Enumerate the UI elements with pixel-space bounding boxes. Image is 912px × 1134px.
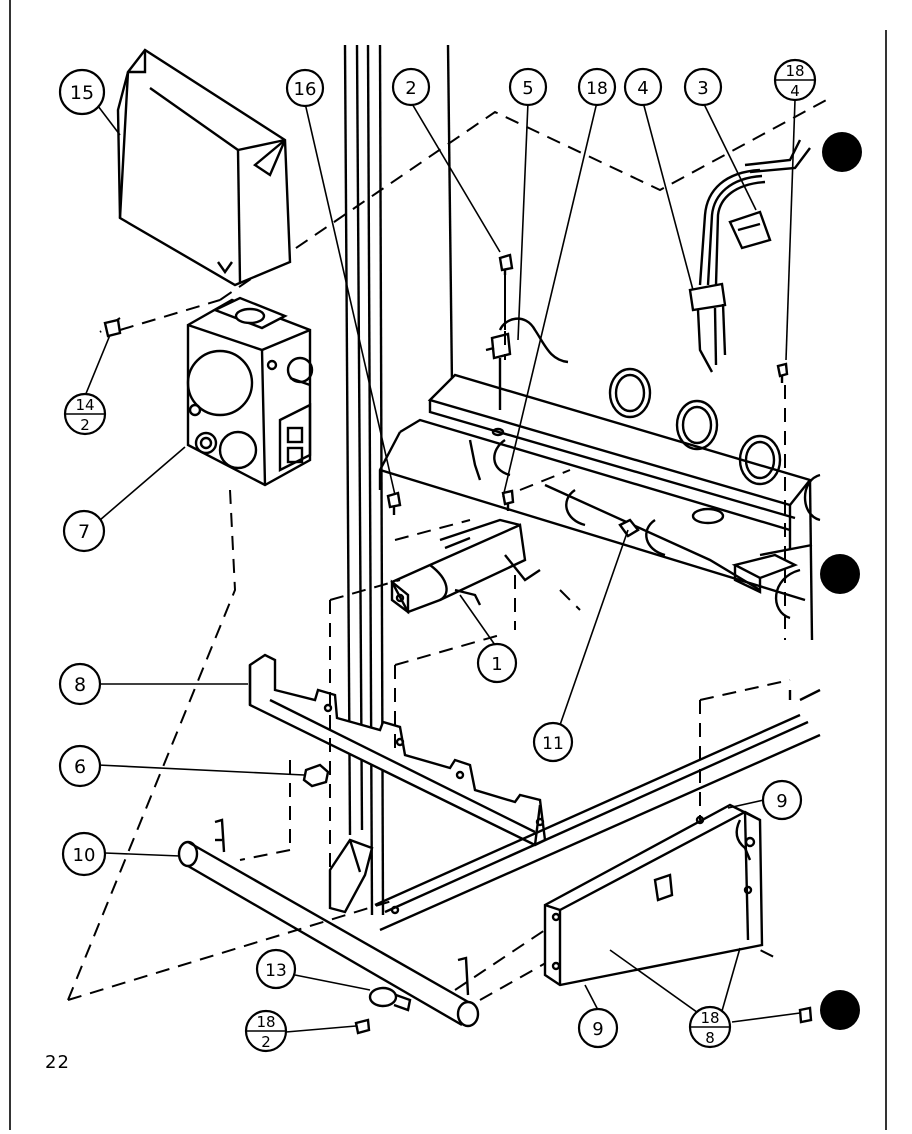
binder-hole-top (822, 132, 862, 172)
callout-10: 10 (61, 831, 107, 877)
cross-tube (177, 818, 480, 1028)
nut-6 (302, 763, 330, 788)
burner-bracket (248, 653, 547, 847)
svg-text:18: 18 (700, 1009, 719, 1027)
binder-hole-bottom (820, 990, 860, 1030)
callout-16: 16 (285, 68, 325, 108)
flame-sensor (688, 139, 811, 373)
svg-text:11: 11 (542, 734, 564, 754)
svg-text:18: 18 (256, 1013, 275, 1031)
screws (103, 253, 813, 1035)
callout-15: 15 (58, 68, 106, 116)
gas-valve (186, 296, 314, 487)
valve-leader-dash (67, 489, 237, 1001)
callout-6: 6 (58, 744, 102, 788)
burner-orifice-assembly (390, 518, 541, 615)
callout-13: 13 (255, 948, 297, 990)
callout-3: 3 (683, 67, 723, 107)
svg-text:13: 13 (265, 961, 287, 981)
svg-text:15: 15 (70, 82, 94, 104)
burner-shelf (378, 373, 814, 641)
callout-8: 8 (58, 662, 102, 706)
callout-4: 4 (623, 67, 663, 107)
callout-9-top: 9 (761, 779, 803, 821)
tube-clamp (368, 986, 412, 1012)
burner-shield (543, 803, 764, 987)
callout-1: 1 (476, 642, 518, 684)
svg-text:4: 4 (790, 82, 800, 100)
svg-text:6: 6 (74, 756, 86, 778)
svg-text:7: 7 (78, 521, 90, 543)
svg-text:14: 14 (75, 396, 94, 414)
svg-text:1: 1 (491, 654, 502, 675)
callout-14-2: 14 2 (63, 392, 107, 436)
callout-9-bottom: 9 (577, 1007, 619, 1049)
svg-text:8: 8 (74, 674, 86, 696)
callout-18-2: 18 2 (244, 1009, 288, 1053)
page-number: 22 (45, 1052, 70, 1073)
callout-7: 7 (62, 509, 106, 553)
binder-hole-middle (820, 554, 860, 594)
callout-2: 2 (391, 67, 431, 107)
svg-text:2: 2 (80, 416, 90, 434)
callout-11: 11 (532, 721, 574, 763)
bottom-frame (374, 688, 821, 932)
svg-text:5: 5 (522, 78, 533, 99)
svg-text:4: 4 (637, 78, 648, 99)
svg-text:18: 18 (586, 79, 608, 99)
callout-5: 5 (508, 67, 548, 107)
svg-text:16: 16 (294, 79, 317, 100)
svg-text:10: 10 (73, 845, 96, 866)
svg-text:18: 18 (785, 62, 804, 80)
svg-text:9: 9 (776, 791, 787, 812)
valve-leader-dash-2 (67, 899, 396, 1001)
callout-18: 18 (577, 67, 617, 107)
fitting-11 (618, 518, 640, 538)
burner-cover (116, 48, 292, 287)
burner-ports (493, 367, 821, 620)
svg-text:3: 3 (697, 78, 708, 99)
mounting-plane-outline (119, 97, 831, 331)
svg-text:2: 2 (405, 78, 416, 99)
svg-text:9: 9 (592, 1019, 603, 1040)
svg-text:2: 2 (261, 1033, 271, 1051)
callout-18-8: 18 8 (688, 1005, 732, 1049)
wire-clip (728, 210, 772, 250)
callout-18-4: 18 4 (773, 58, 817, 102)
svg-text:8: 8 (705, 1029, 715, 1047)
